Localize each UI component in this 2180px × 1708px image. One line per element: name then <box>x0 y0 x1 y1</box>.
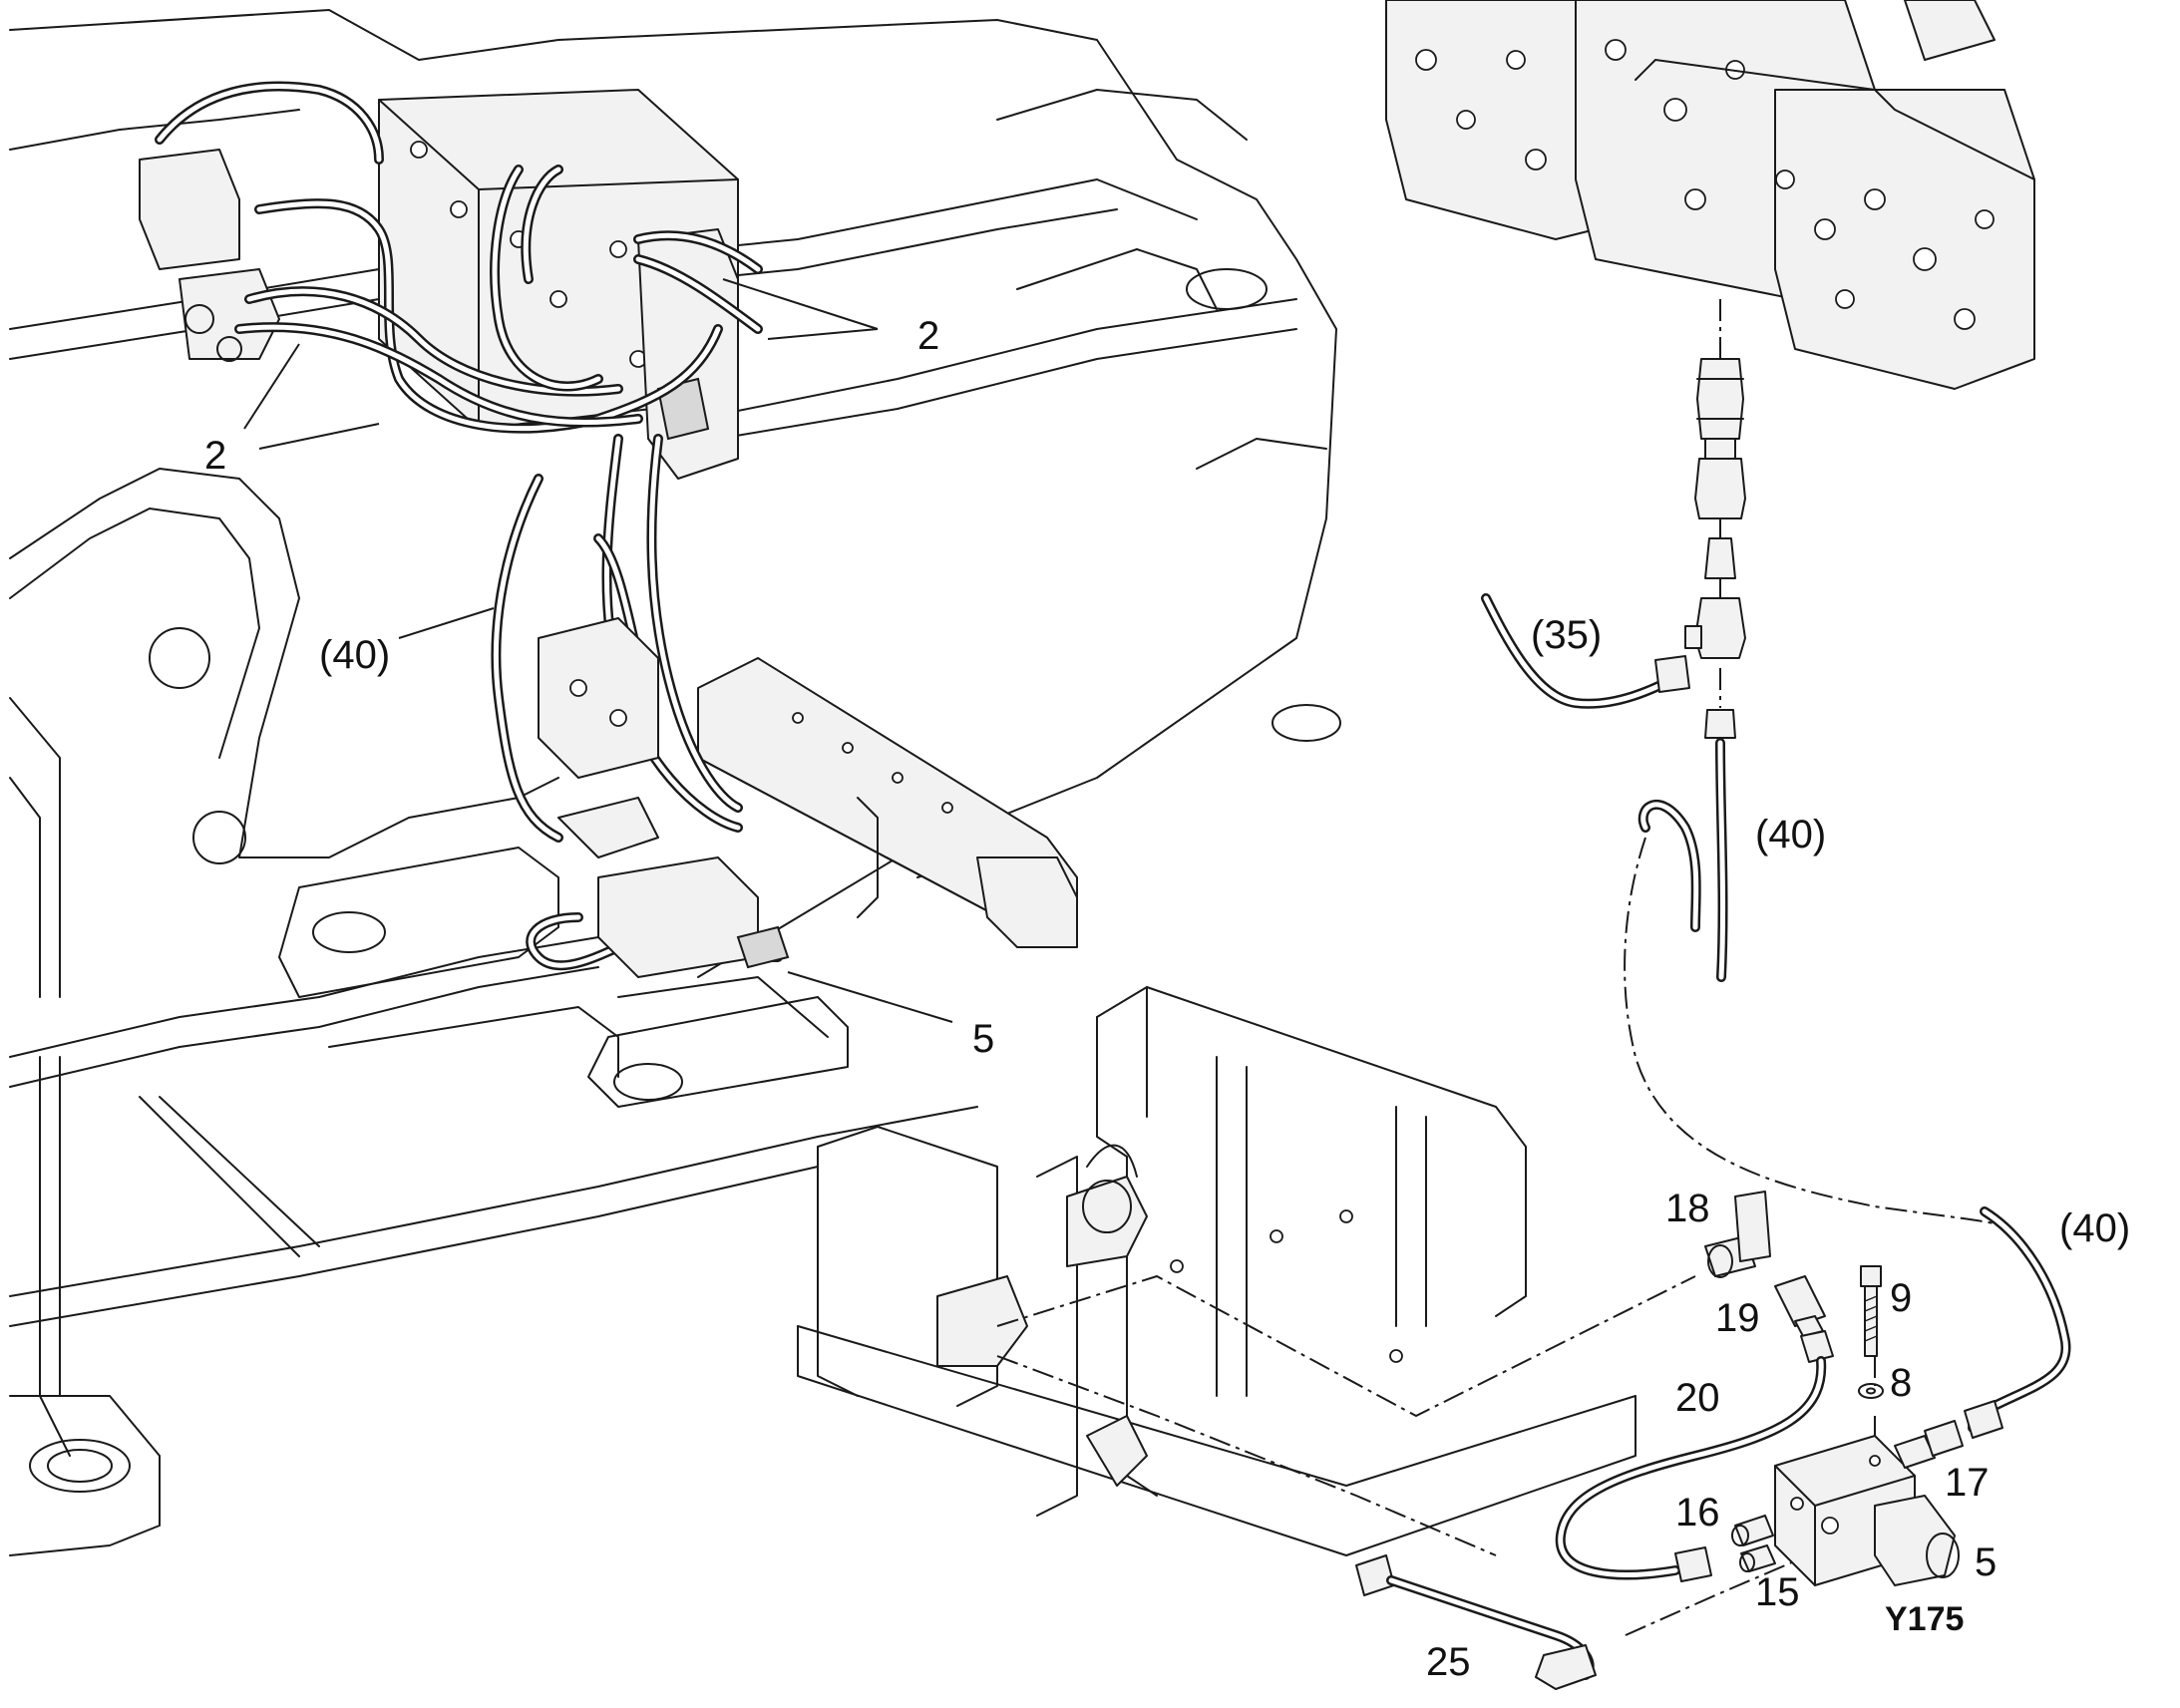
callout-19: 19 <box>1715 1296 1760 1340</box>
cross-member <box>697 657 1078 948</box>
pilot-hoses-upper <box>155 81 763 434</box>
hose-35 <box>1481 593 1690 709</box>
callout-8: 8 <box>1890 1361 1912 1405</box>
callout-2-right: 2 <box>917 314 939 358</box>
callouts: 2 2 (40) 5 (35) (40) (40) 18 19 9 8 20 1… <box>204 314 2130 1684</box>
lower-control-block <box>538 617 790 978</box>
part-20-hose <box>1555 1330 1834 1582</box>
part-19-adapter <box>1774 1275 1826 1337</box>
part-25-hose <box>1355 1554 1597 1690</box>
callout-20: 20 <box>1675 1376 1720 1420</box>
callout-40-upper-right: (40) <box>1755 813 1826 856</box>
lower-frame-detail <box>797 986 1636 1556</box>
callout-40-left: (40) <box>319 633 390 677</box>
callout-9: 9 <box>1890 1276 1912 1320</box>
pilot-block-left <box>139 149 280 362</box>
part-5-solenoid-valve <box>1774 1435 1960 1586</box>
callout-5-detail: 5 <box>1975 1540 1997 1584</box>
callout-17: 17 <box>1945 1461 1990 1505</box>
callout-25: 25 <box>1426 1640 1471 1684</box>
part-15-fitting <box>1739 1544 1776 1572</box>
hose-40-route <box>1624 800 2005 1227</box>
lower-chassis <box>9 468 978 1556</box>
callout-35: (35) <box>1531 613 1602 657</box>
callout-2-left: 2 <box>204 434 226 478</box>
part-9-bolt <box>1860 1265 1882 1357</box>
callout-18: 18 <box>1665 1187 1710 1230</box>
callout-y175: Y175 <box>1885 1600 1964 1638</box>
part-40-hose-lower <box>1964 1206 2071 1439</box>
callout-16: 16 <box>1675 1491 1720 1535</box>
part-8-washer <box>1858 1383 1884 1399</box>
callout-15: 15 <box>1755 1570 1800 1614</box>
part-16-fitting <box>1731 1515 1774 1546</box>
part-18-tee <box>1704 1191 1771 1278</box>
valve-bank-detail <box>1385 0 2035 390</box>
leader-lines <box>243 278 953 1023</box>
part-17-fitting <box>1894 1420 1964 1469</box>
callout-5-main: 5 <box>972 1017 994 1061</box>
fitting-stack <box>1684 299 1746 982</box>
callout-40-lower-right: (40) <box>2059 1206 2130 1250</box>
